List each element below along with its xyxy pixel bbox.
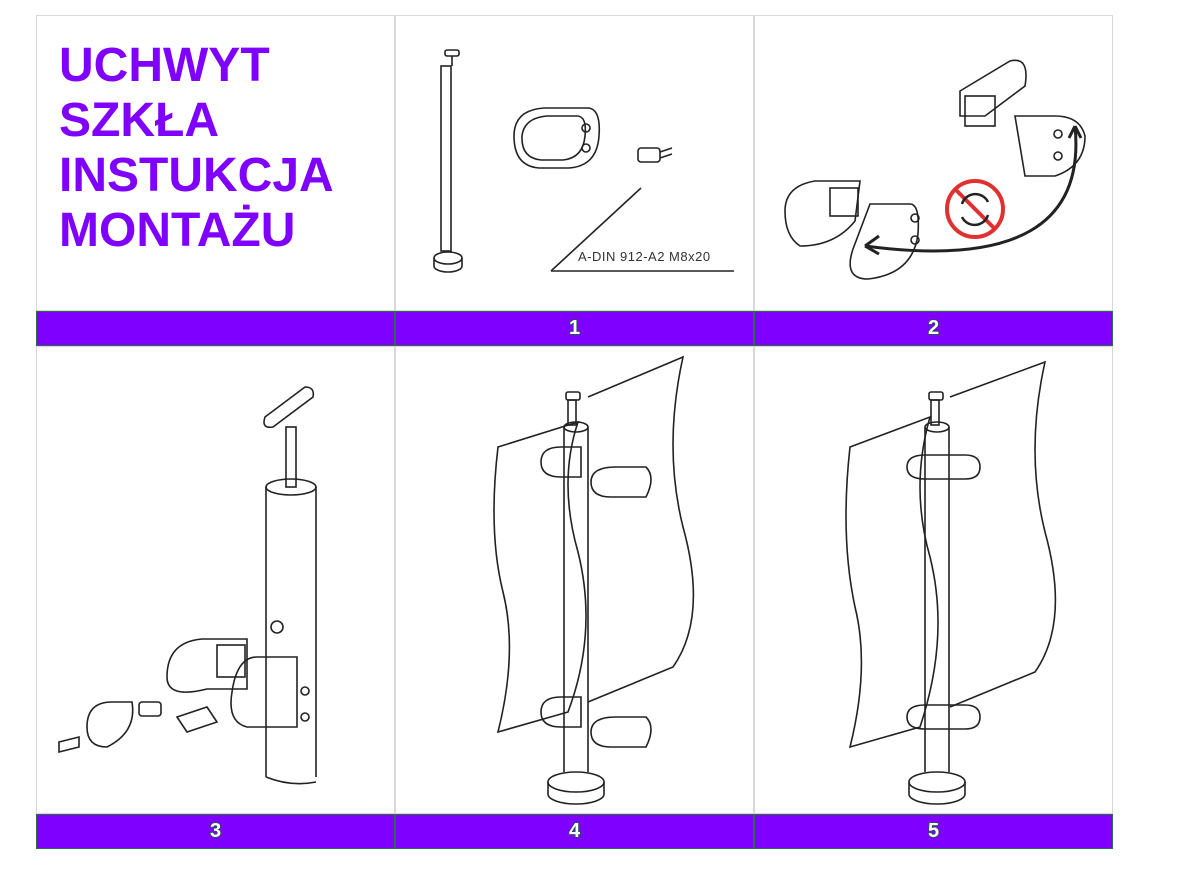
exploded-clamp-drawing bbox=[58, 386, 317, 785]
title-line: INSTUKCJA bbox=[59, 149, 334, 202]
post-with-glass-exploded-drawing bbox=[493, 355, 695, 805]
instruction-sheet: UCHWYT SZKŁA INSTUKCJA MONTAŻU A-DIN 912… bbox=[36, 15, 1113, 849]
step-number: 1 bbox=[568, 316, 581, 340]
step-bar-empty bbox=[36, 311, 395, 346]
step-5-illustration bbox=[754, 346, 1113, 814]
step-number: 5 bbox=[927, 819, 940, 843]
step-3-illustration bbox=[36, 346, 395, 814]
step-number: 3 bbox=[209, 819, 222, 843]
step-bar-5: 5 bbox=[754, 814, 1113, 849]
document-title: UCHWYT SZKŁA INSTUKCJA MONTAŻU bbox=[59, 38, 334, 258]
parts-drawing bbox=[433, 49, 734, 273]
clamp-orientation-drawing bbox=[784, 59, 1086, 280]
step-2-illustration bbox=[754, 15, 1113, 311]
step-1-illustration: A-DIN 912-A2 M8x20 bbox=[395, 15, 754, 311]
step-number: 2 bbox=[927, 316, 940, 340]
title-line: MONTAŻU bbox=[59, 204, 296, 257]
title-cell: UCHWYT SZKŁA INSTUKCJA MONTAŻU bbox=[36, 15, 395, 311]
step-bar-4: 4 bbox=[395, 814, 754, 849]
step-bar-1: 1 bbox=[395, 311, 754, 346]
title-line: UCHWYT bbox=[59, 39, 270, 92]
step-number: 4 bbox=[568, 819, 581, 843]
step-bar-3: 3 bbox=[36, 814, 395, 849]
step-bar-2: 2 bbox=[754, 311, 1113, 346]
screw-label: A-DIN 912-A2 M8x20 bbox=[578, 249, 711, 264]
assembled-post-drawing bbox=[845, 360, 1057, 805]
step-4-illustration bbox=[395, 346, 754, 814]
title-line: SZKŁA bbox=[59, 94, 219, 147]
